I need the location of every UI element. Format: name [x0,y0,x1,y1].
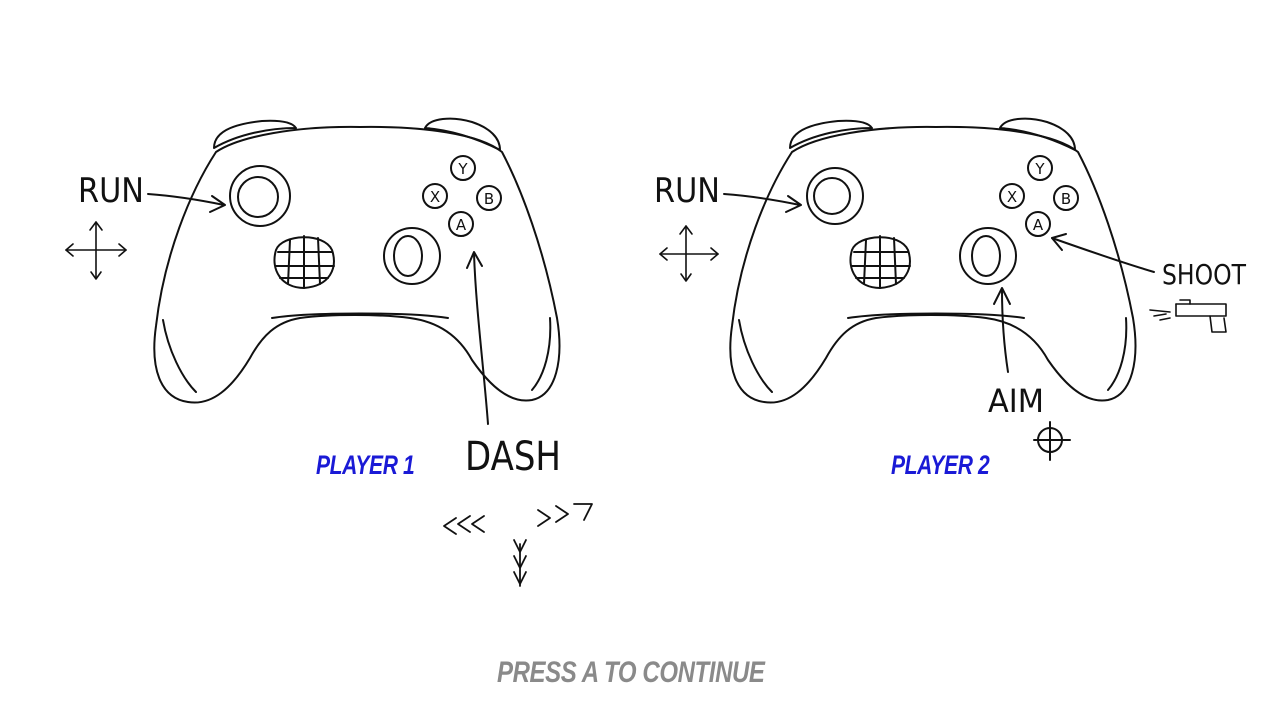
run-arrow-icon [723,193,802,213]
x-button-icon [422,183,448,209]
left-bumper-icon [789,119,873,149]
player-2-label: PLAYER 2 [891,450,990,480]
left-bumper-icon [213,119,297,149]
shoot-arrow-icon [1051,233,1155,273]
controller-grip-line-right [531,317,552,391]
dpad-icon [273,235,335,289]
dash-label: DASH [465,434,561,480]
run-label: RUN [654,171,720,211]
controller-grip-line-left [162,319,197,393]
b-button-icon [476,185,502,211]
y-button-icon [450,155,476,181]
controller-grip-line-right [1107,317,1128,391]
dash-direction-icon [443,503,593,587]
dpad-icon [849,235,911,289]
run-arrow-icon [147,193,226,213]
controller-grip-line-left [738,319,773,393]
a-button-label: A [456,216,467,234]
controller-body-outline [729,125,1137,404]
left-stick-icon [806,167,864,225]
aim-label: AIM [988,382,1044,420]
right-stick-icon [959,227,1017,285]
face-buttons [422,155,502,237]
right-stick-icon [383,227,441,285]
b-button-label: B [484,190,494,208]
b-button-icon [1053,185,1079,211]
player-2-controller [729,117,1137,404]
move-arrows-icon [65,221,127,280]
dash-arrow-icon [466,251,489,425]
controller-inner-line [271,312,449,319]
y-button-icon [1027,155,1053,181]
y-button-label: Y [457,160,468,178]
left-stick-icon [229,165,291,227]
left-stick-cap [813,177,851,215]
player-1-controller [153,117,561,404]
run-label: RUN [78,171,144,211]
x-button-label: X [430,188,440,206]
continue-prompt[interactable]: PRESS A TO CONTINUE [497,656,765,689]
controller-inner-line [847,312,1025,319]
b-button-label: B [1061,190,1071,208]
right-bumper-icon [424,117,501,151]
controller-body-outline [153,125,561,404]
right-stick-cap [971,235,1001,277]
shoot-label: SHOOT [1162,258,1247,291]
face-buttons [999,155,1079,237]
a-button-icon [448,211,474,237]
a-button-icon [1025,211,1051,237]
player-1-label: PLAYER 1 [316,450,415,480]
aim-arrow-icon [993,287,1011,373]
x-button-label: X [1007,188,1017,206]
move-arrows-icon [659,225,719,282]
x-button-icon [999,183,1025,209]
y-button-label: Y [1034,160,1045,178]
a-button-label: A [1033,216,1044,234]
left-stick-cap [237,176,279,218]
gun-icon [1149,299,1227,333]
crosshair-icon [1033,421,1071,461]
right-stick-cap [393,235,423,277]
